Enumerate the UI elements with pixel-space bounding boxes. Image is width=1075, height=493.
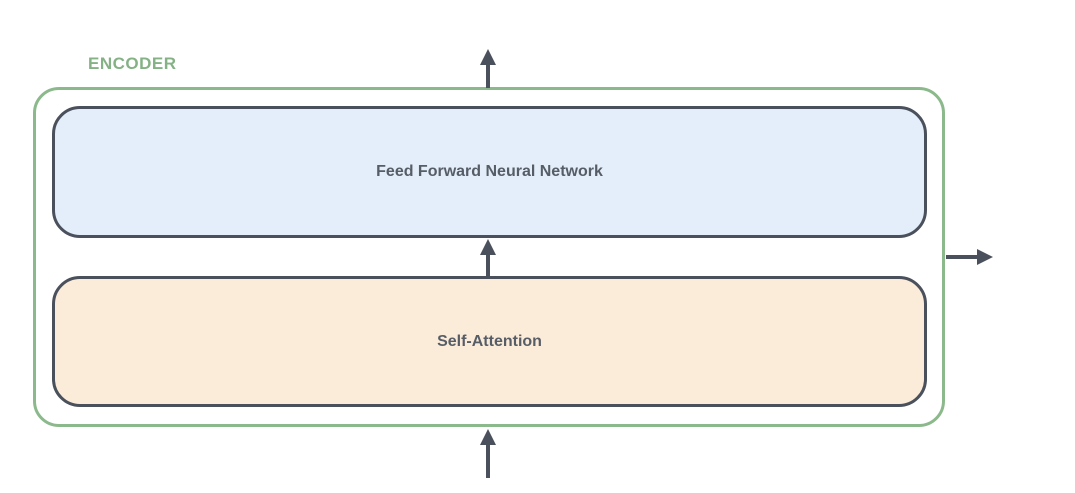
side-output-arrow-icon (946, 249, 993, 265)
output-arrow-up-icon (480, 49, 496, 88)
encoder-label: ENCODER (88, 54, 177, 73)
self-attention-block: Self-Attention (52, 276, 927, 407)
encoder-box (33, 87, 945, 427)
input-arrow-up-icon (480, 429, 496, 478)
self-attention-label: Self-Attention (437, 332, 542, 350)
feed-forward-block: Feed Forward Neural Network (52, 106, 927, 238)
feed-forward-label: Feed Forward Neural Network (376, 163, 603, 180)
